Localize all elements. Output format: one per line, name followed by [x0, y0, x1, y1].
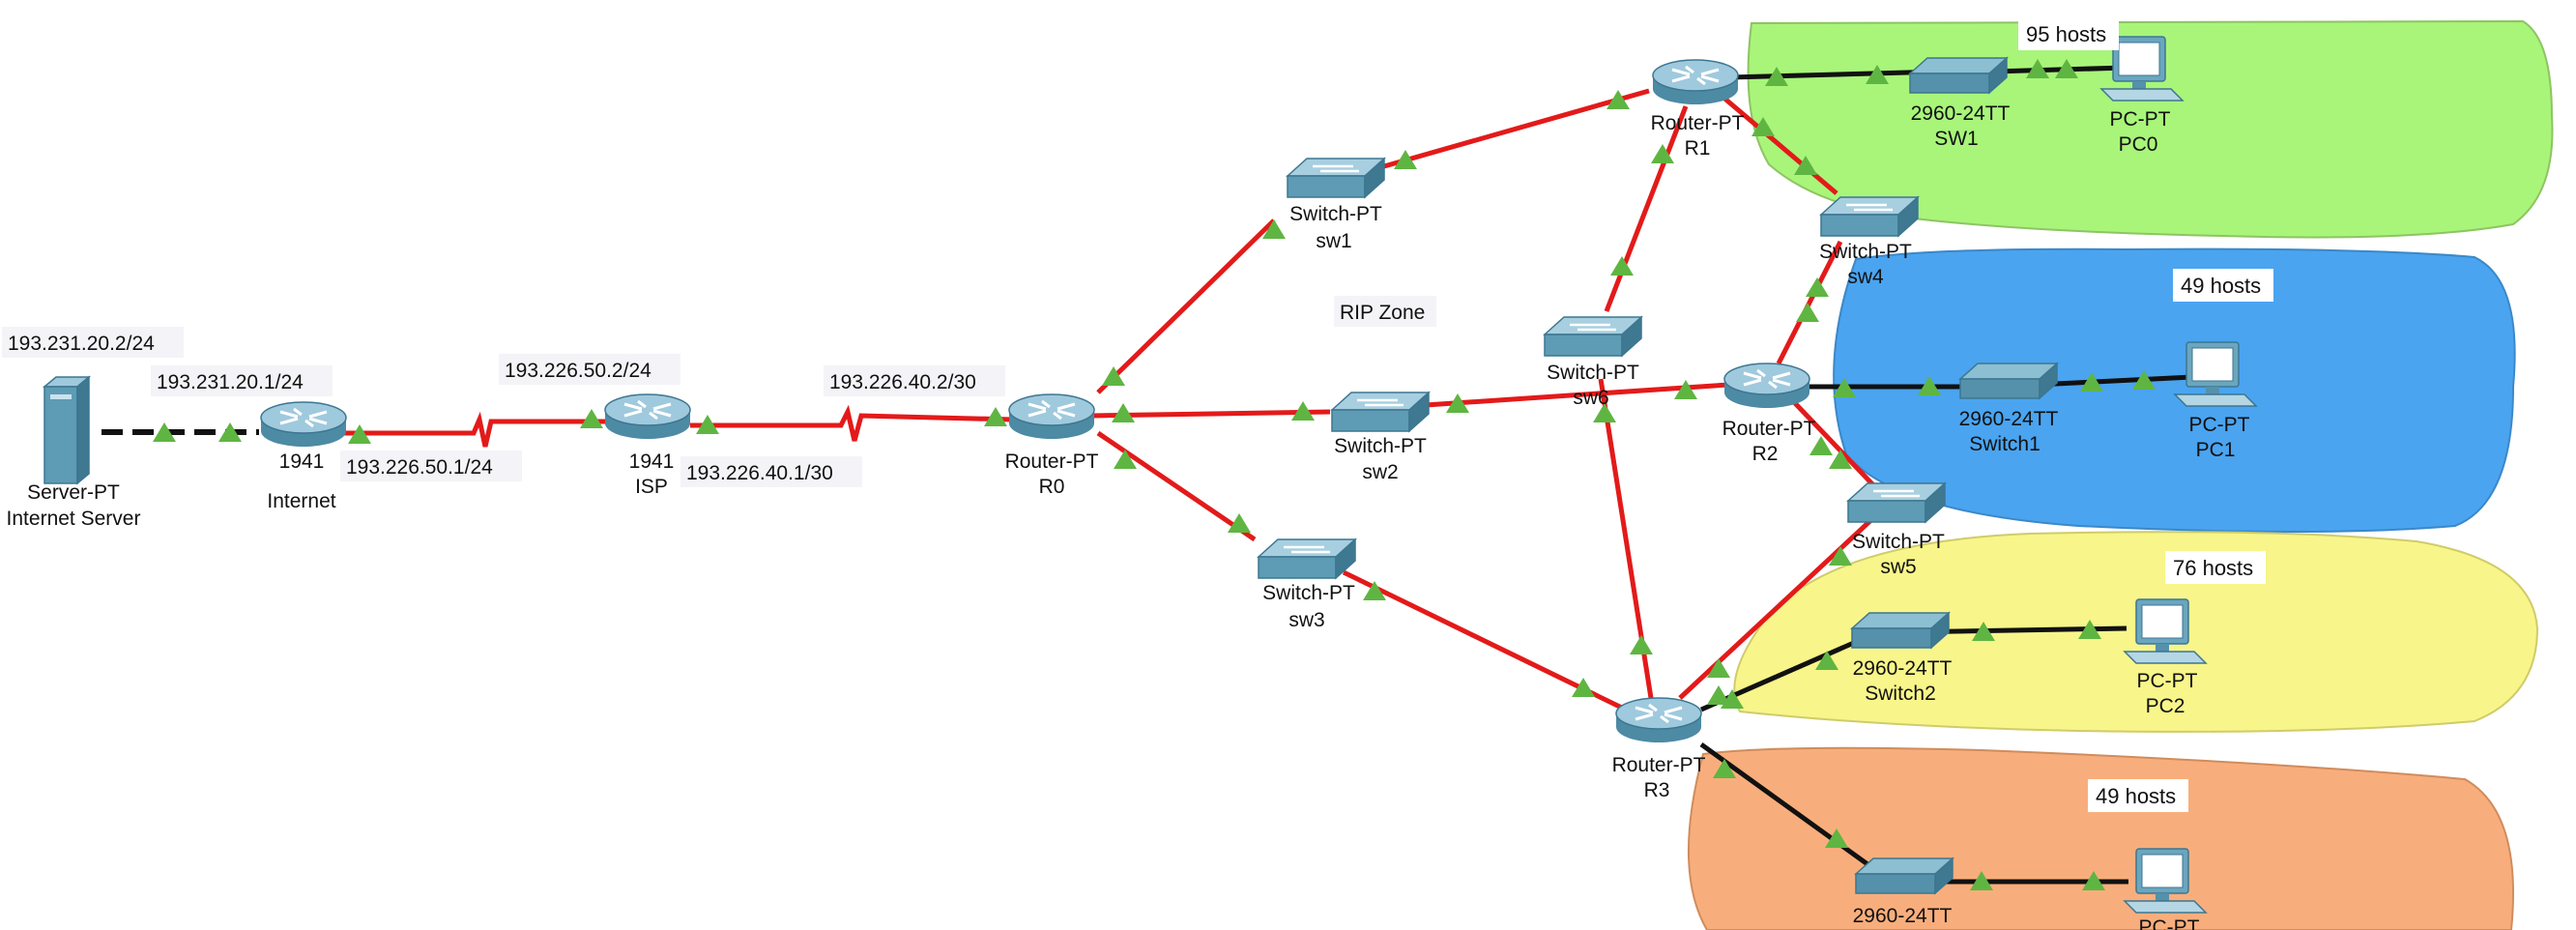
label-r1-model: Router-PT: [1651, 112, 1745, 134]
addr-internet-wan: 193.226.50.1/24: [346, 456, 493, 479]
device-sw3-switch[interactable]: [1257, 538, 1357, 580]
link-r1-sw6: [1604, 105, 1689, 312]
lan-area-blue: [1833, 247, 2516, 533]
zone-label: RIP Zone: [1340, 302, 1425, 324]
label-sw4-name: sw4: [1847, 266, 1884, 288]
label-sw4-model: Switch-PT: [1819, 241, 1912, 263]
label-sw2-name: sw2: [1362, 461, 1398, 483]
label-r2-name: R2: [1752, 443, 1779, 465]
label-isp-name: ISP: [635, 476, 668, 498]
label-pc2-model: PC-PT: [2137, 670, 2198, 692]
device-sw1-switch[interactable]: [1286, 157, 1386, 199]
link-sw4-r2: [1776, 240, 1843, 365]
label-r0-model: Router-PT: [1005, 450, 1099, 473]
device-internet-server[interactable]: [43, 376, 90, 484]
addr-server-ip: 193.231.20.2/24: [8, 333, 155, 355]
link-r2-sw5: [1792, 400, 1881, 493]
label-lan-switch3-model: 2960-24TT: [1853, 905, 1953, 927]
link-r0-sw1: [1096, 218, 1276, 394]
link-sw2-r2: [1410, 382, 1729, 409]
label-sw3-model: Switch-PT: [1262, 582, 1355, 604]
device-internet-router[interactable]: [259, 400, 348, 449]
label-sw2-model: Switch-PT: [1334, 435, 1427, 457]
label-r0-name: R0: [1039, 476, 1065, 498]
link-r0-sw3: [1096, 430, 1257, 542]
hosts-orange: 49 hosts: [2096, 784, 2176, 808]
hosts-green: 95 hosts: [2026, 22, 2106, 46]
label-lan-sw1-model: 2960-24TT: [1911, 102, 2011, 125]
label-pc0-model: PC-PT: [2110, 108, 2171, 131]
link-internet-isp: [340, 411, 609, 448]
link-isp-r0: [690, 404, 1014, 442]
addr-isp-wan: 193.226.50.2/24: [505, 360, 651, 382]
label-lan-switch1-name: Switch1: [1969, 433, 2041, 455]
label-pc2-name: PC2: [2146, 695, 2185, 717]
label-pc1-name: PC1: [2196, 439, 2236, 461]
label-internet-model: 1941: [279, 450, 325, 473]
device-r2-router[interactable]: [1722, 362, 1811, 410]
label-lan-switch2-model: 2960-24TT: [1853, 657, 1953, 680]
device-lan-sw1-switch[interactable]: [1909, 57, 2008, 94]
label-lan-switch2-name: Switch2: [1865, 683, 1936, 705]
label-sw5-model: Switch-PT: [1852, 531, 1945, 553]
label-internet-name: Internet: [267, 490, 335, 512]
link-sw5-r3: [1678, 514, 1877, 700]
device-sw2-switch[interactable]: [1330, 391, 1431, 433]
label-sw6-model: Switch-PT: [1547, 362, 1639, 384]
label-lan-sw1-name: SW1: [1934, 128, 1979, 150]
device-labels: Server-PT Internet Server 1941 Internet …: [7, 102, 2250, 930]
link-r0-sw2: [1091, 409, 1331, 419]
label-pc3-model: PC-PT: [2139, 916, 2200, 930]
device-isp-router[interactable]: [603, 392, 692, 441]
addr-r0-isp: 193.226.40.2/30: [829, 371, 976, 393]
link-r1-lansw1: [1729, 69, 1944, 80]
device-r3-router[interactable]: [1614, 696, 1703, 744]
host-labels: 95 hosts 49 hosts 76 hosts 49 hosts: [2018, 17, 2273, 812]
label-r1-name: R1: [1685, 137, 1711, 160]
label-isp-model: 1941: [629, 450, 675, 473]
lan-area-orange: [1688, 746, 2514, 930]
device-sw5-switch[interactable]: [1846, 481, 1947, 524]
hosts-blue: 49 hosts: [2181, 274, 2261, 298]
label-r3-name: R3: [1644, 779, 1670, 801]
hosts-yellow: 76 hosts: [2173, 556, 2253, 580]
device-r0-router[interactable]: [1007, 392, 1096, 441]
label-pc0-name: PC0: [2119, 133, 2158, 156]
label-sw3-name: sw3: [1288, 609, 1324, 631]
label-sw1-model: Switch-PT: [1289, 203, 1382, 225]
link-r3-lanswitch3: [1699, 741, 1883, 877]
device-sw6-switch[interactable]: [1543, 315, 1643, 358]
label-pc1-model: PC-PT: [2189, 414, 2250, 436]
label-lan-switch1-model: 2960-24TT: [1959, 408, 2059, 430]
label-server-model: Server-PT: [27, 481, 120, 504]
device-lan-switch1-switch[interactable]: [1959, 363, 2058, 399]
link-lansw1-pc0: [1992, 65, 2127, 74]
addr-internet-lan: 193.231.20.1/24: [157, 371, 304, 393]
link-r1-sw4: [1721, 95, 1838, 195]
label-sw1-name: sw1: [1316, 230, 1351, 252]
link-lanswitch1-pc1: [2035, 374, 2193, 388]
addr-isp-r0: 193.226.40.1/30: [686, 462, 833, 484]
device-sw4-switch[interactable]: [1819, 195, 1920, 238]
label-r2-model: Router-PT: [1722, 418, 1816, 440]
device-lan-switch3-switch[interactable]: [1855, 857, 1954, 894]
label-server-name: Internet Server: [7, 508, 141, 530]
address-labels: 193.231.20.2/24 193.231.20.1/24 193.226.…: [2, 296, 1436, 487]
label-sw6-name: sw6: [1573, 387, 1608, 409]
label-r3-model: Router-PT: [1612, 754, 1706, 776]
label-sw5-name: sw5: [1880, 556, 1916, 578]
device-lan-switch2-switch[interactable]: [1851, 612, 1950, 649]
device-r1-router[interactable]: [1651, 58, 1740, 106]
link-sw1-r1: [1383, 88, 1650, 169]
links-layer: [101, 65, 2193, 885]
